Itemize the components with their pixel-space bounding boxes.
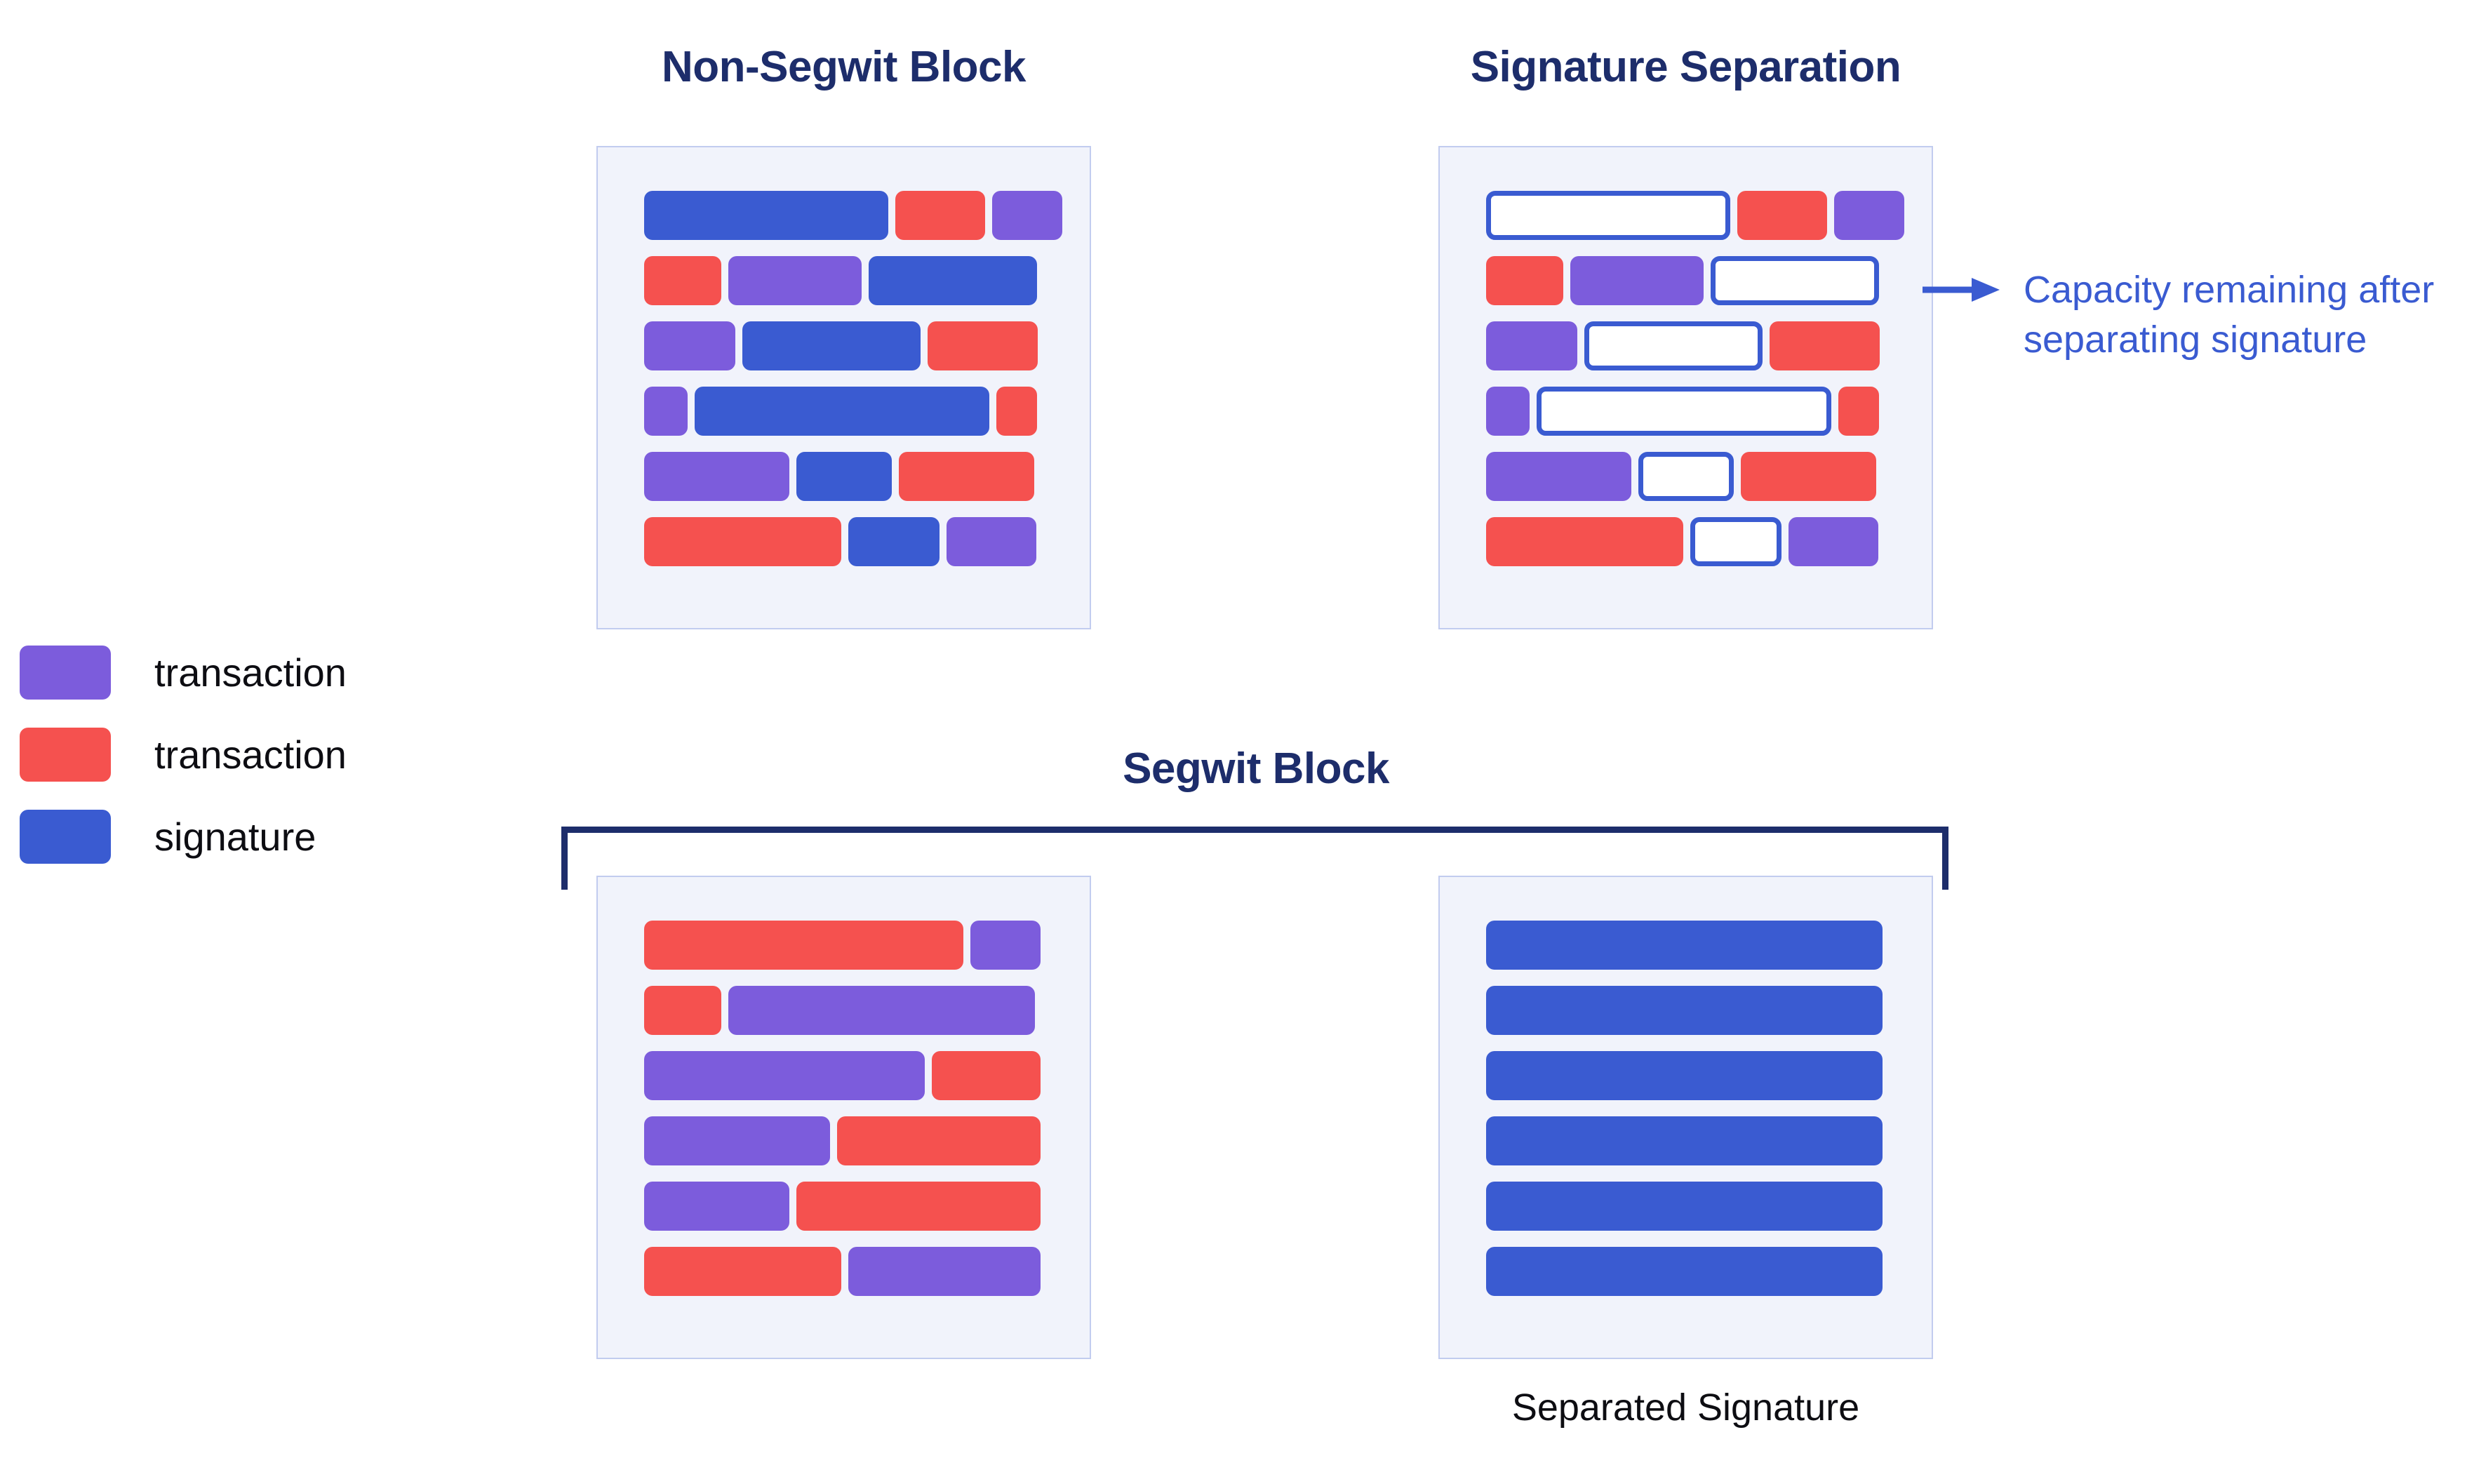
transaction-purple-brick — [1570, 256, 1704, 305]
signature-brick — [1486, 921, 1883, 970]
signature-brick — [1486, 1116, 1883, 1165]
transaction-purple-brick — [644, 1051, 925, 1100]
transaction-purple-brick — [970, 921, 1041, 970]
transaction-purple-brick — [644, 1116, 830, 1165]
transaction-red-brick — [928, 321, 1038, 370]
separated-signature-slot — [1638, 452, 1734, 501]
transaction-red-brick — [644, 986, 721, 1035]
transaction-purple-brick — [1834, 191, 1904, 240]
transaction-purple-brick — [644, 1182, 789, 1231]
transaction-red-brick — [895, 191, 985, 240]
transaction-purple-brick — [728, 986, 1035, 1035]
legend-label: transaction — [154, 733, 347, 777]
transaction-purple-brick — [644, 321, 735, 370]
transaction-red-brick — [1486, 256, 1563, 305]
signature-brick — [1486, 1247, 1883, 1296]
separated-signature-slot — [1584, 321, 1763, 370]
transaction-red-brick — [996, 387, 1037, 436]
signature-brick — [869, 256, 1037, 305]
transaction-purple-brick — [1789, 517, 1878, 566]
legend-swatch-transaction-red — [20, 728, 111, 782]
transaction-red-brick — [1838, 387, 1879, 436]
transaction-red-brick — [1737, 191, 1827, 240]
transaction-purple-brick — [728, 256, 862, 305]
separated-signature-slot — [1537, 387, 1831, 436]
block-segwit-transactions — [596, 876, 1091, 1359]
capacity-callout-arrow — [1923, 278, 2000, 302]
signature-brick — [1486, 1182, 1883, 1231]
panel-title-non-segwit: Non-Segwit Block — [661, 43, 1027, 91]
signature-brick — [796, 452, 892, 501]
segwit-grouping-bracket — [561, 827, 1948, 890]
transaction-red-brick — [644, 517, 841, 566]
capacity-callout-text: Capacity remaining after separating sign… — [2024, 269, 2435, 361]
transaction-purple-brick — [947, 517, 1036, 566]
block-non-segwit — [596, 146, 1091, 629]
transaction-red-brick — [837, 1116, 1041, 1165]
transaction-red-brick — [1770, 321, 1880, 370]
transaction-red-brick — [1486, 517, 1683, 566]
transaction-red-brick — [1741, 452, 1876, 501]
transaction-red-brick — [644, 1247, 841, 1296]
signature-brick — [695, 387, 989, 436]
block-segwit-signatures — [1438, 876, 1933, 1359]
legend-label: transaction — [154, 650, 347, 695]
legend-label: signature — [154, 815, 316, 859]
legend-swatch-transaction-purple — [20, 646, 111, 700]
separated-signature-caption: Separated Signature — [1511, 1386, 1860, 1429]
panel-title-segwit: Segwit Block — [1123, 744, 1389, 793]
separated-signature-slot — [1711, 256, 1879, 305]
transaction-purple-brick — [644, 452, 789, 501]
separated-signature-slot — [1690, 517, 1781, 566]
signature-brick — [1486, 986, 1883, 1035]
signature-brick — [644, 191, 888, 240]
signature-brick — [848, 517, 940, 566]
transaction-purple-brick — [992, 191, 1062, 240]
signature-brick — [1486, 1051, 1883, 1100]
signature-brick — [742, 321, 921, 370]
transaction-purple-brick — [848, 1247, 1041, 1296]
separated-signature-slot — [1486, 191, 1730, 240]
transaction-red-brick — [644, 921, 963, 970]
block-signature-separation — [1438, 146, 1933, 629]
legend-swatch-signature-blue — [20, 810, 111, 864]
panel-title-signature-separation: Signature Separation — [1470, 43, 1901, 91]
transaction-purple-brick — [1486, 387, 1530, 436]
transaction-red-brick — [644, 256, 721, 305]
transaction-purple-brick — [1486, 321, 1577, 370]
transaction-purple-brick — [1486, 452, 1631, 501]
transaction-red-brick — [899, 452, 1034, 501]
transaction-red-brick — [796, 1182, 1041, 1231]
transaction-purple-brick — [644, 387, 688, 436]
transaction-red-brick — [932, 1051, 1041, 1100]
